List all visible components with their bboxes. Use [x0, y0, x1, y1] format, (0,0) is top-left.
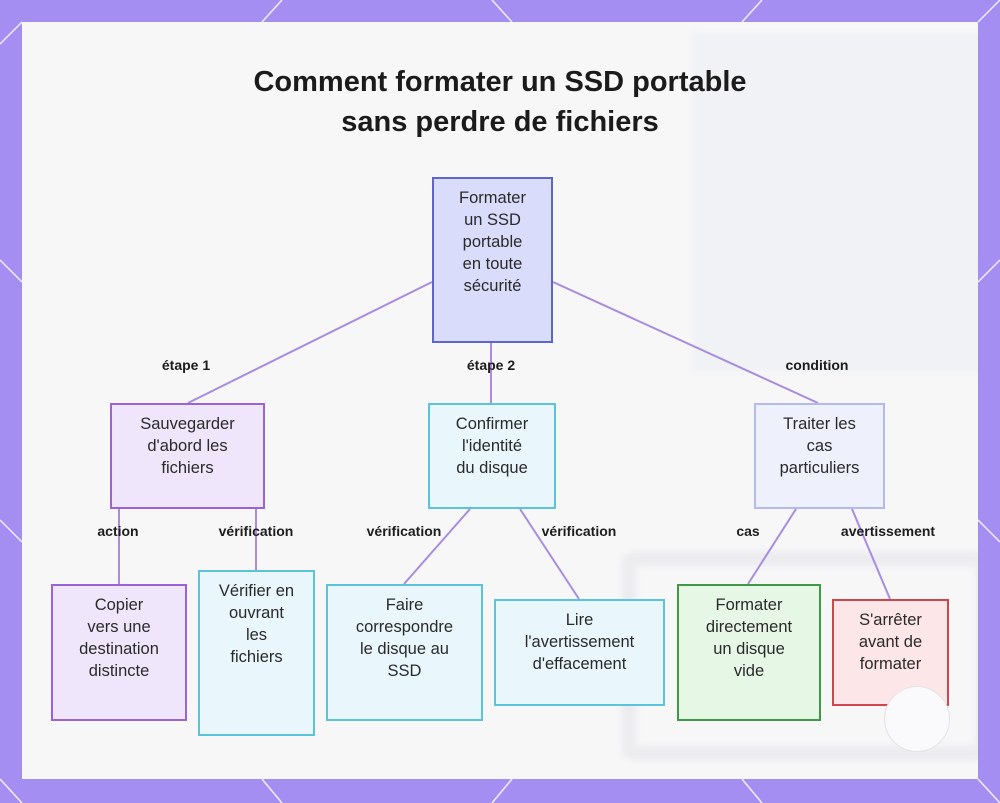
node-confirm-label: Confirmer l'identité du disque [455, 415, 529, 477]
node-special-label: Traiter les cas particuliers [779, 415, 860, 477]
node-read-warning: Lire l'avertissement d'effacement [494, 599, 665, 706]
node-format-empty: Formater directement un disque vide [677, 584, 821, 721]
node-root: Formater un SSD portable en toute sécuri… [432, 177, 553, 343]
node-backup-label: Sauvegarder d'abord les fichiers [140, 415, 235, 477]
watermark-seal [884, 686, 950, 752]
edge-label-special-stop: avertissement [840, 523, 936, 539]
edge-label-special-format: cas [736, 523, 760, 539]
node-backup: Sauvegarder d'abord les fichiers [110, 403, 265, 509]
edge-special-stop [851, 508, 891, 600]
edge-label-confirm-match: vérification [366, 523, 442, 539]
edge-special-format [747, 508, 797, 585]
node-match-disk-label: Faire correspondre le disque au SSD [355, 596, 454, 680]
edge-label-backup-copy: action [97, 523, 139, 539]
diagram-title: Comment formater un SSD portable sans pe… [0, 62, 1000, 142]
node-match-disk: Faire correspondre le disque au SSD [326, 584, 483, 721]
node-read-warning-label: Lire l'avertissement d'effacement [524, 611, 635, 673]
node-confirm: Confirmer l'identité du disque [428, 403, 556, 509]
node-verify-open: Vérifier en ouvrant les fichiers [198, 570, 315, 736]
node-special: Traiter les cas particuliers [754, 403, 885, 509]
edge-root-special [552, 281, 819, 404]
node-format-empty-label: Formater directement un disque vide [705, 596, 793, 680]
edge-confirm-match [403, 508, 471, 585]
node-copy-label: Copier vers une destination distincte [79, 596, 159, 680]
title-line-1: Comment formater un SSD portable [253, 66, 747, 98]
node-verify-open-label: Vérifier en ouvrant les fichiers [218, 582, 295, 666]
background-panel [692, 32, 978, 372]
edge-label-backup-verify: vérification [218, 523, 294, 539]
edge-confirm-read [519, 508, 580, 600]
edge-label-root-confirm: étape 2 [466, 357, 516, 373]
edge-root-backup [187, 281, 433, 404]
node-stop-before-label: S'arrêter avant de formater [858, 611, 923, 673]
edge-label-root-backup: étape 1 [161, 357, 211, 373]
edge-label-root-special: condition [785, 357, 849, 373]
edge-label-confirm-read: vérification [541, 523, 617, 539]
node-copy: Copier vers une destination distincte [51, 584, 187, 721]
node-root-label: Formater un SSD portable en toute sécuri… [459, 189, 526, 295]
title-line-2: sans perdre de fichiers [341, 106, 659, 138]
